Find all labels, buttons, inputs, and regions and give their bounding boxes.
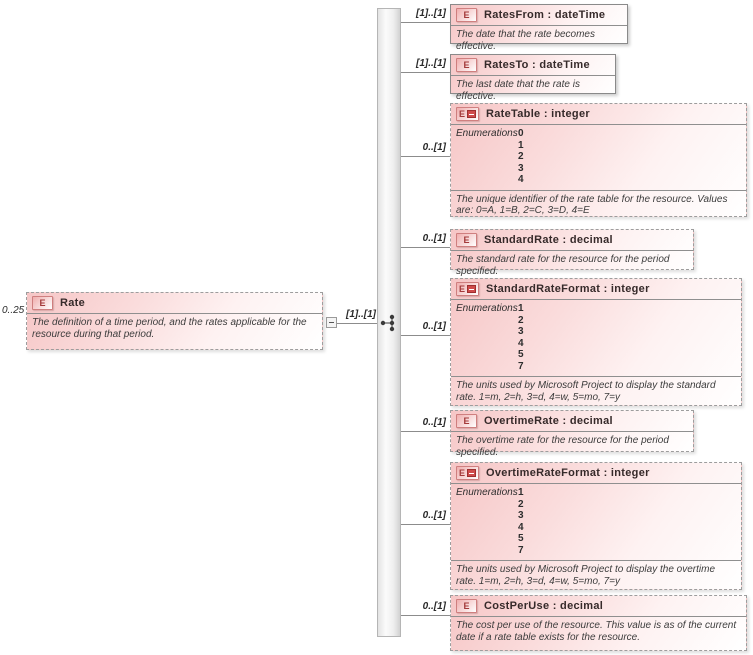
enumeration-value: 3	[518, 162, 524, 174]
element-icon: E	[456, 282, 480, 296]
element-description: The date that the rate becomes effective…	[456, 29, 595, 52]
enumeration-value: 2	[518, 498, 524, 510]
enumerations-heading: Enumerations	[456, 487, 518, 498]
connector-line-costperuse	[401, 615, 450, 616]
enumeration-value: 4	[518, 521, 524, 533]
enumerations-heading: Enumerations	[456, 303, 518, 314]
cardinality-label-standardrateformat: 0..[1]	[422, 321, 446, 332]
element-name-and-type: OvertimeRate : decimal	[484, 415, 613, 427]
element-name-and-type: RateTable : integer	[486, 108, 590, 120]
element-box-ratesfrom[interactable]: E RatesFrom : dateTime The date that the…	[450, 4, 628, 52]
element-header: E CostPerUse : decimal	[451, 596, 746, 617]
element-icon: E	[456, 466, 480, 480]
enumeration-value: 3	[518, 510, 524, 521]
enumeration-value: 7	[518, 360, 524, 372]
element-header: E OvertimeRate : decimal	[451, 411, 693, 432]
enumeration-value: 4	[518, 337, 524, 349]
element-box-costperuse[interactable]: E CostPerUse : decimal The cost per use …	[450, 595, 747, 651]
enumeration-value: 2	[518, 151, 524, 162]
root-occurrence-label: 0..25	[2, 305, 25, 316]
connector-line-ratetable	[401, 156, 450, 157]
enumeration-value: 5	[518, 349, 524, 360]
element-name-and-type: StandardRate : decimal	[484, 234, 613, 246]
enumeration-value: 1	[518, 139, 524, 151]
enumeration-value: 3	[518, 326, 524, 337]
element-header: E OvertimeRateFormat : integer	[451, 463, 741, 484]
element-description: The overtime rate for the resource for t…	[456, 435, 669, 458]
element-header: E RateTable : integer	[451, 104, 746, 125]
connector-line-overtimerate	[401, 431, 450, 432]
element-box-overtimerateformat[interactable]: E OvertimeRateFormat : integer Enumerati…	[450, 462, 742, 590]
element-description: The standard rate for the resource for t…	[456, 254, 670, 277]
element-box-ratesto[interactable]: E RatesTo : dateTime The last date that …	[450, 54, 616, 102]
cardinality-label-overtimerateformat: 0..[1]	[422, 510, 446, 521]
element-header: E StandardRate : decimal	[451, 230, 693, 251]
collapse-toggle-icon[interactable]	[326, 317, 337, 328]
cardinality-label-costperuse: 0..[1]	[422, 601, 446, 612]
element-icon: E	[456, 8, 477, 22]
element-header: E StandardRateFormat : integer	[451, 279, 741, 300]
element-header: E Rate	[27, 293, 322, 314]
simple-content-indicator-icon	[467, 469, 477, 477]
root-cardinality-label: [1]..[1]	[346, 309, 376, 320]
element-box-rate[interactable]: E Rate The definition of a time period, …	[26, 292, 323, 350]
connector-line-overtimerateformat	[401, 524, 450, 525]
simple-content-indicator-icon	[467, 110, 477, 118]
element-description: The unique identifier of the rate table …	[456, 193, 728, 217]
connector-line-root	[337, 323, 377, 324]
element-header: E RatesFrom : dateTime	[451, 5, 627, 26]
connector-line-ratesfrom	[401, 22, 450, 23]
element-name-and-type: RatesTo : dateTime	[484, 59, 590, 71]
enumeration-value: 1	[518, 303, 524, 314]
enumeration-value: 4	[518, 174, 524, 185]
element-icon: E	[456, 58, 477, 72]
enumeration-value: 0	[518, 128, 524, 139]
enumeration-value: 7	[518, 544, 524, 556]
enumeration-value: 2	[518, 314, 524, 326]
enumeration-value: 5	[518, 533, 524, 544]
connector-line-ratesto	[401, 72, 450, 73]
element-description: The cost per use of the resource. This v…	[456, 620, 737, 643]
sequence-icon	[379, 312, 399, 339]
element-header: E RatesTo : dateTime	[451, 55, 615, 76]
element-name-and-type: CostPerUse : decimal	[484, 600, 604, 612]
element-box-overtimerate[interactable]: E OvertimeRate : decimal The overtime ra…	[450, 410, 694, 458]
element-description: The units used by Microsoft Project to d…	[456, 380, 716, 403]
element-description: The last date that the rate is effective…	[456, 79, 580, 102]
connector-line-standardrate	[401, 247, 450, 248]
element-description: The definition of a time period, and the…	[32, 317, 307, 340]
cardinality-label-overtimerate: 0..[1]	[422, 417, 446, 428]
cardinality-label-ratetable: 0..[1]	[422, 142, 446, 153]
element-icon: E	[456, 414, 477, 428]
enumerations-heading: Enumerations	[456, 128, 518, 139]
element-description: The units used by Microsoft Project to d…	[456, 564, 716, 587]
connector-line-standardrateformat	[401, 335, 450, 336]
cardinality-label-ratesfrom: [1]..[1]	[416, 8, 446, 19]
enumeration-value: 1	[518, 487, 524, 498]
element-icon: E	[456, 107, 480, 121]
simple-content-indicator-icon	[467, 285, 477, 293]
element-name-and-type: StandardRateFormat : integer	[486, 283, 650, 295]
element-icon: E	[456, 599, 477, 613]
element-icon: E	[456, 233, 477, 247]
cardinality-label-standardrate: 0..[1]	[422, 233, 446, 244]
element-name-and-type: OvertimeRateFormat : integer	[486, 467, 650, 479]
element-name: Rate	[60, 297, 86, 309]
cardinality-label-ratesto: [1]..[1]	[416, 58, 446, 69]
element-icon: E	[32, 296, 53, 310]
element-box-standardrateformat[interactable]: E StandardRateFormat : integer Enumerati…	[450, 278, 742, 406]
element-name-and-type: RatesFrom : dateTime	[484, 9, 606, 21]
element-box-standardrate[interactable]: E StandardRate : decimal The standard ra…	[450, 229, 694, 277]
